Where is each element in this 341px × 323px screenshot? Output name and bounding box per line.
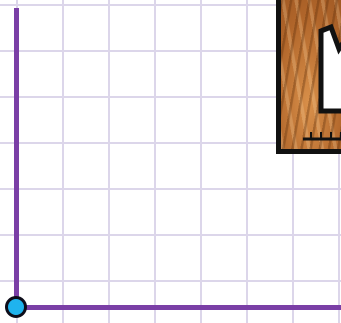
- origin-point-handle[interactable]: [5, 296, 27, 318]
- wooden-crate-icon[interactable]: [276, 0, 341, 154]
- x-axis-line: [14, 305, 341, 310]
- y-axis-line: [14, 8, 19, 312]
- crate-cutout-icon: [281, 0, 341, 149]
